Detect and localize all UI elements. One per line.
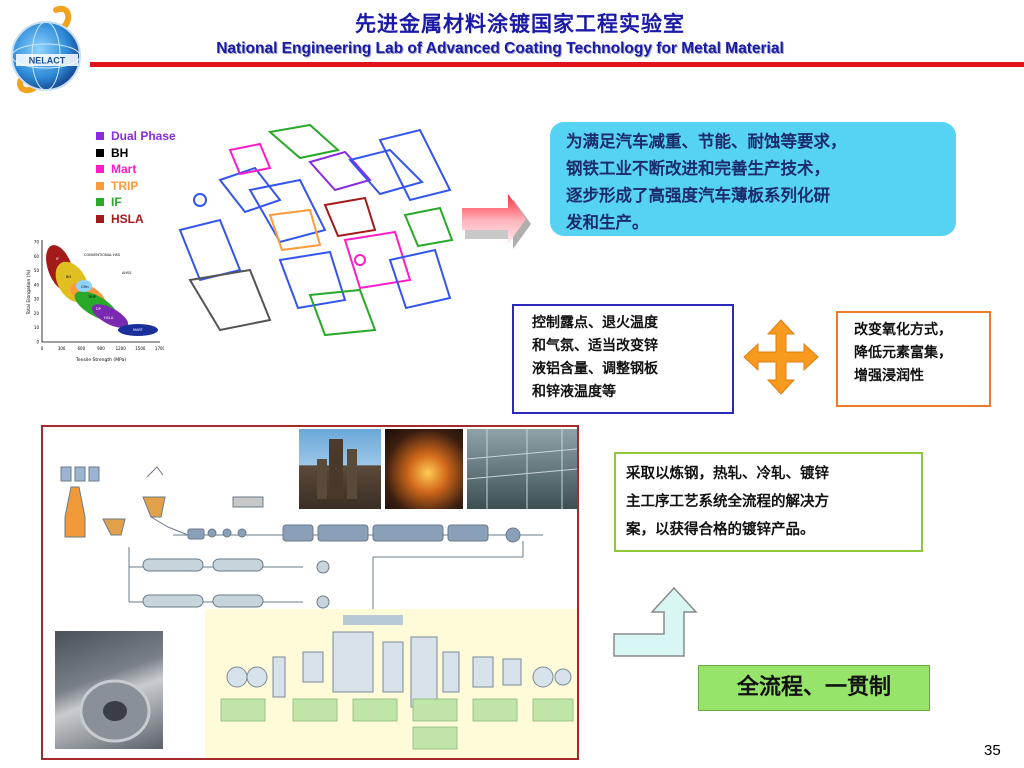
legend-label: Dual Phase — [111, 129, 176, 144]
four-way-arrow-icon — [742, 318, 820, 396]
legend-item: TRIP — [96, 178, 196, 195]
y-tick-label: 20 — [34, 311, 40, 316]
text-line: 主工序工艺系统全流程的解决方 — [626, 494, 829, 510]
legend-item: Dual Phase — [96, 128, 196, 145]
chart-ylabel: Total Elongation (%) — [26, 269, 32, 315]
steel-coil-photo — [55, 631, 163, 749]
y-tick-label: 40 — [34, 282, 40, 287]
right-arrow-icon — [462, 188, 532, 254]
y-tick-label: 30 — [34, 297, 40, 302]
legend-item: Mart — [96, 161, 196, 178]
header-rule — [90, 62, 1024, 67]
blast-furnace-photo — [299, 429, 381, 509]
rolling-mill-photo — [466, 429, 577, 509]
text-line: 和锌液温度等 — [532, 384, 616, 400]
y-tick-label: 0 — [36, 340, 39, 345]
y-tick-label: 50 — [34, 268, 40, 273]
callout-automotive-requirements: 为满足汽车减重、节能、耐蚀等要求， 钢铁工业不断改进和完善生产技术， 逐步形成了… — [550, 122, 956, 236]
page-title-en: National Engineering Lab of Advanced Coa… — [216, 40, 784, 57]
legend-label: TRIP — [111, 178, 139, 193]
turn-up-arrow-icon — [612, 586, 702, 658]
text-line: 降低元素富集， — [854, 345, 952, 361]
lab-logo: NELACT — [6, 4, 86, 96]
x-tick-label: 600 — [78, 346, 86, 351]
y-tick-label: 10 — [34, 325, 40, 330]
y-tick-label: 70 — [34, 240, 40, 245]
x-tick-label: 900 — [97, 346, 105, 351]
legend-item: HSLA — [96, 211, 196, 228]
production-process-diagram — [41, 425, 579, 760]
x-tick-label: 1700 — [155, 346, 164, 351]
legend-label: BH — [111, 145, 129, 160]
legend-label: HSLA — [111, 211, 144, 226]
region-label-dp: DP — [96, 307, 101, 311]
x-tick-label: 1500 — [135, 346, 146, 351]
legend-swatch — [96, 198, 104, 207]
text-line: 控制露点、退火温度 — [532, 315, 658, 331]
text-line: 液铝含量、调整钢板 — [532, 361, 658, 377]
region-cmn — [76, 280, 92, 292]
region-label-trip: TRIP — [87, 295, 96, 299]
legend-swatch — [96, 148, 104, 157]
region-label-mart: MART — [133, 328, 144, 332]
legend-swatch — [96, 214, 104, 223]
legend-swatch — [96, 181, 104, 190]
callout-process-control: 控制露点、退火温度 和气氛、适当改变锌 液铝含量、调整钢板 和锌液温度等 — [512, 304, 734, 414]
region-label-conventional: CONVENTIONAL HSS — [84, 253, 121, 257]
region-label-ahss: AHSS — [122, 271, 132, 275]
car-body-exploded-diagram — [160, 120, 460, 340]
callout-line: 为满足汽车减重、节能、耐蚀等要求， — [566, 132, 847, 151]
region-hsla — [91, 304, 129, 328]
page-number: 35 — [984, 742, 1001, 759]
text-line: 和气氛、适当改变锌 — [532, 338, 658, 354]
callout-full-process-solution: 采取以炼钢，热轧、冷轧、镀锌 主工序工艺系统全流程的解决方 案，以获得合格的镀锌… — [614, 452, 923, 552]
text-line: 改变氧化方式， — [854, 322, 952, 338]
legend-item: BH — [96, 145, 196, 162]
legend-swatch — [96, 165, 104, 174]
callout-line: 逐步形成了高强度汽车薄板系列化研 — [566, 186, 830, 205]
text-line: 增强浸润性 — [854, 368, 924, 384]
region-mart — [118, 324, 158, 336]
legend-swatch — [96, 132, 104, 141]
steel-elongation-chart: CONVENTIONAL HSS AHSS MART IF BH CMn HSL… — [26, 234, 166, 364]
full-process-label: 全流程、一贯制 — [698, 665, 930, 711]
region-label-if: IF — [56, 257, 59, 261]
x-tick-label: 0 — [41, 346, 44, 351]
logo-text: NELACT — [29, 56, 66, 66]
legend-label: IF — [111, 195, 122, 210]
x-tick-label: 1200 — [116, 346, 127, 351]
legend-item: IF — [96, 194, 196, 211]
text-line: 采取以炼钢，热轧、冷轧、镀锌 — [626, 466, 829, 482]
region-label-cmn: CMn — [81, 285, 89, 289]
x-tick-label: 300 — [58, 346, 66, 351]
region-label-bh: BH — [66, 275, 71, 279]
callout-line: 发和生产。 — [566, 213, 649, 232]
legend-label: Mart — [111, 162, 137, 177]
text-line: 案，以获得合格的镀锌产品。 — [626, 522, 815, 538]
steelmaking-photo — [385, 429, 463, 509]
region-label-hsla: HSLA — [104, 316, 114, 320]
chart-xlabel: Tensile Strength (MPa) — [75, 357, 126, 363]
y-tick-label: 60 — [34, 254, 40, 259]
callout-line: 钢铁工业不断改进和完善生产技术， — [566, 159, 830, 178]
page-title-cn: 先进金属材料涂镀国家工程实验室 — [355, 12, 685, 36]
callout-oxidation-method: 改变氧化方式， 降低元素富集， 增强浸润性 — [836, 311, 991, 407]
